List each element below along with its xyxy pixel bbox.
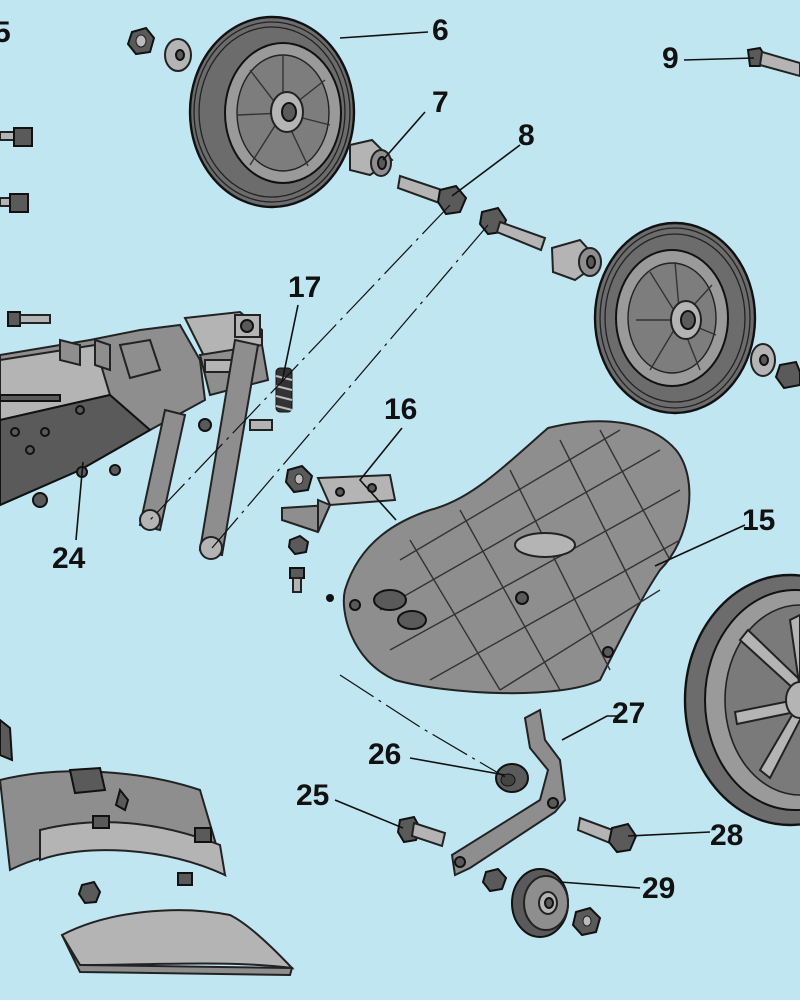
small-bolt [289, 567, 305, 593]
hub-nut-right [774, 360, 800, 390]
front-wheel [683, 573, 800, 827]
pulley-nut-right [571, 906, 602, 937]
rear-wheel-right [593, 221, 757, 415]
callout-16: 16 [384, 393, 417, 426]
bolt-5-upper [0, 127, 33, 147]
callout-6: 6 [432, 14, 449, 47]
rear-wheel-upper [188, 15, 356, 209]
nut-16 [284, 464, 314, 494]
spacer-7 [349, 138, 394, 177]
assembly-centerlines [149, 204, 506, 778]
axle-bolt-8 [396, 174, 468, 216]
height-adjust-arms [138, 338, 260, 560]
small-dot [326, 594, 334, 602]
callout-24: 24 [52, 542, 86, 575]
nut-lower-left [77, 880, 102, 905]
spring-17 [275, 367, 293, 413]
bolt-25 [396, 815, 447, 848]
discharge-chute [0, 718, 227, 886]
bushing-26 [495, 763, 529, 793]
callout-15: 15 [742, 504, 775, 537]
callout-28: 28 [710, 819, 743, 852]
callout-labels: 5 6 7 8 9 15 16 17 24 25 26 27 28 29 [0, 14, 775, 905]
callout-26: 26 [368, 738, 401, 771]
callout-25: 25 [296, 779, 329, 812]
frame-bolt [7, 311, 51, 327]
side-plate-15 [342, 420, 691, 695]
callout-8: 8 [518, 119, 535, 152]
washer-right [750, 343, 776, 377]
axle-bolt-right [478, 206, 547, 252]
callout-9: 9 [662, 42, 679, 75]
bolt-9 [746, 46, 800, 78]
callout-17: 17 [288, 271, 321, 304]
link-bracket-27 [450, 708, 567, 877]
leader-lines [75, 31, 755, 889]
plate-ribs [379, 429, 681, 691]
callout-7: 7 [432, 86, 449, 119]
callout-5: 5 [0, 16, 11, 49]
washer-6 [164, 38, 192, 72]
pulley-29 [511, 868, 569, 938]
pulley-nut-left [481, 867, 508, 893]
flap-plate [60, 909, 295, 977]
small-nut [287, 534, 310, 556]
callout-29: 29 [642, 872, 675, 905]
spacer-right [550, 238, 602, 282]
bolt-28 [576, 816, 638, 854]
callout-27: 27 [612, 697, 645, 730]
hub-nut-6 [126, 26, 156, 56]
bolt-5-lower [0, 193, 29, 213]
